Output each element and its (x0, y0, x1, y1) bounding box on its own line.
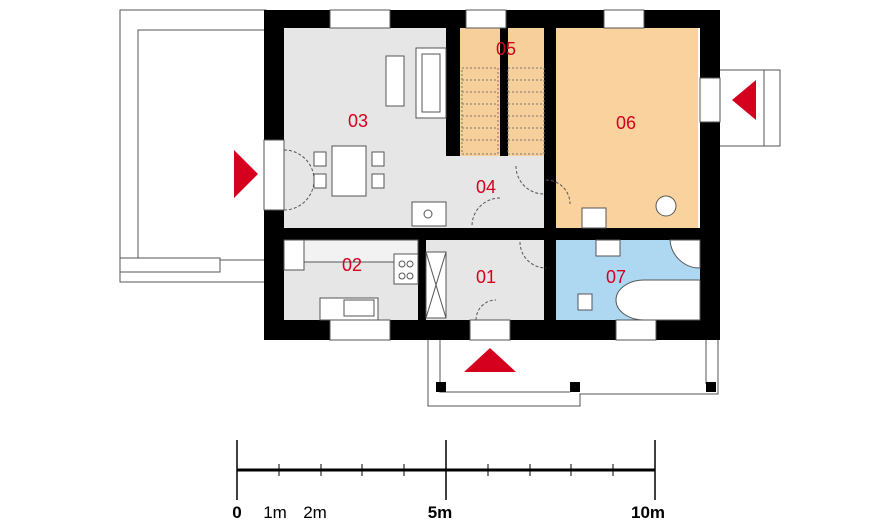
terrace-left (119, 9, 267, 283)
scale-label-1m: 1m (263, 503, 287, 521)
entrance-arrow-icon (234, 150, 258, 198)
room-label-06: 06 (616, 113, 636, 133)
room-label-01: 01 (476, 267, 496, 287)
porch-posts (436, 382, 716, 392)
sofa-icon (385, 47, 447, 119)
entrance-arrow-icon (464, 348, 516, 372)
sink-icon (343, 299, 375, 317)
room-label-05: 05 (496, 39, 516, 59)
wardrobe (425, 251, 447, 319)
bathtub-icon (669, 239, 701, 269)
toilet-icon (655, 195, 677, 217)
sink-icon (581, 207, 607, 229)
porch-bottom (427, 340, 719, 407)
room-label-03: 03 (348, 111, 368, 131)
table-icon (313, 145, 385, 197)
scale-label-10m: 10m (631, 503, 665, 521)
entrance-arrow-icon (732, 80, 756, 120)
bathtub-icon (615, 279, 701, 321)
room-label-02: 02 (342, 255, 362, 275)
scale-bar: 0 1m 2m 5m 10m (232, 440, 665, 521)
stair-icon (461, 67, 545, 155)
cabinet-icon (411, 201, 447, 227)
kitchen (283, 239, 419, 321)
scale-label-0: 0 (232, 503, 241, 521)
scale-label-2m: 2m (303, 503, 327, 521)
floor-room-04 (448, 156, 548, 234)
room-labels: 01 02 03 04 05 06 07 (342, 39, 636, 287)
floor-room-06 (556, 28, 698, 228)
scale-label-5m: 5m (428, 503, 453, 521)
toilet-icon (577, 293, 593, 311)
sink-icon (595, 239, 621, 257)
room-label-07: 07 (606, 267, 626, 287)
room-label-04: 04 (476, 177, 496, 197)
windows (263, 9, 721, 341)
entrance-markers (234, 80, 756, 372)
stove-icon (393, 253, 419, 285)
bathroom-fixtures (577, 195, 701, 321)
